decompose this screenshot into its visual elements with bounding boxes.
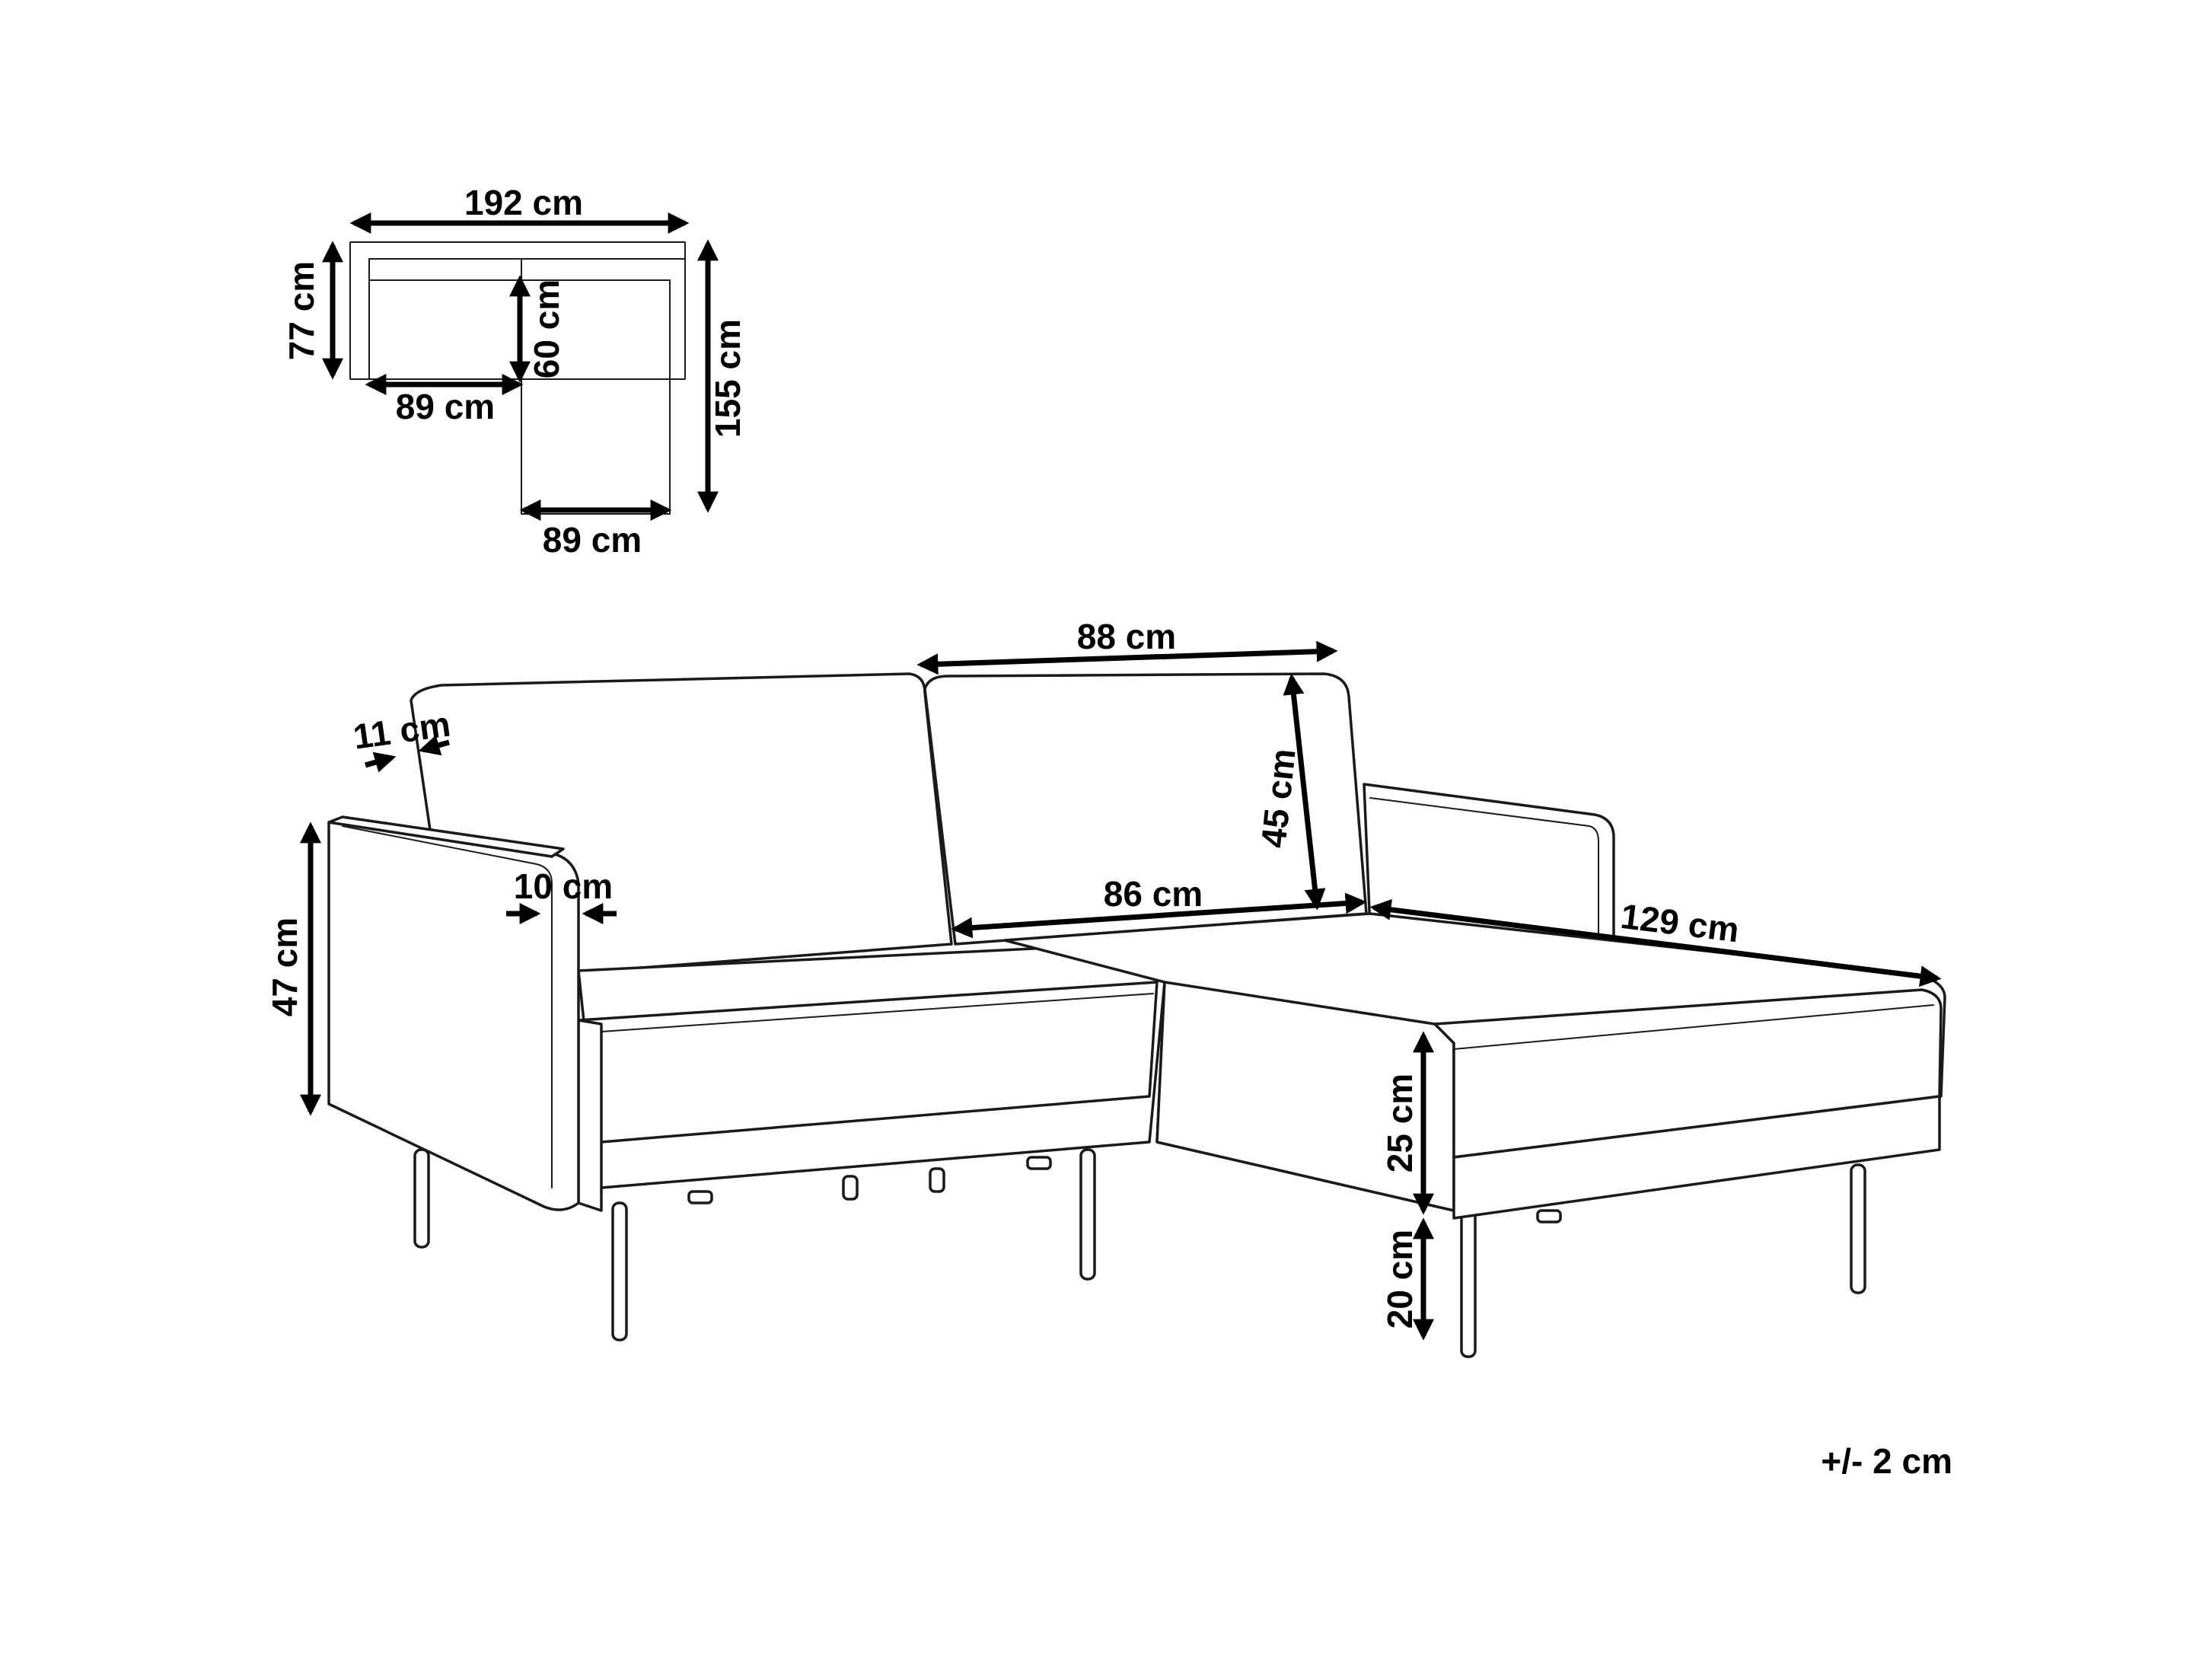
dim-10-label: 10 cm [514,866,613,906]
left-armrest [327,815,580,1211]
dim-45-arrow [1283,673,1326,911]
dim-192-label: 192 cm [464,183,583,222]
dim-25-label: 25 cm [1380,1074,1420,1172]
left-seat [577,943,1166,1212]
dim-11-right-arrow [418,735,450,756]
dim-86-label: 86 cm [1104,874,1203,914]
dim-89-chaise-label: 89 cm [543,520,642,560]
dim-77-label: 77 cm [282,261,321,360]
dim-47-label: 47 cm [265,917,304,1016]
dim-86-arrow [951,892,1367,939]
sofa-drawing: 88 cm 45 cm 11 cm 10 cm 47 cm 86 cm 129 … [265,617,1946,1358]
dim-129-arrow [1369,898,1942,987]
dim-88-arrow [916,640,1338,675]
dim-88-label: 88 cm [1077,617,1176,656]
dim-155-label: 155 cm [708,319,747,438]
chaise [1003,912,1946,1220]
dim-89-seat-label: 89 cm [396,387,495,426]
dim-20-label: 20 cm [1380,1230,1420,1329]
dim-60-label: 60 cm [527,279,566,378]
dim-11-left-arrow [365,751,397,773]
top-view-plan: 192 cm 77 cm 60 cm 155 cm 89 cm 89 cm [282,183,747,560]
tolerance-note: +/- 2 cm [1821,1441,1952,1481]
